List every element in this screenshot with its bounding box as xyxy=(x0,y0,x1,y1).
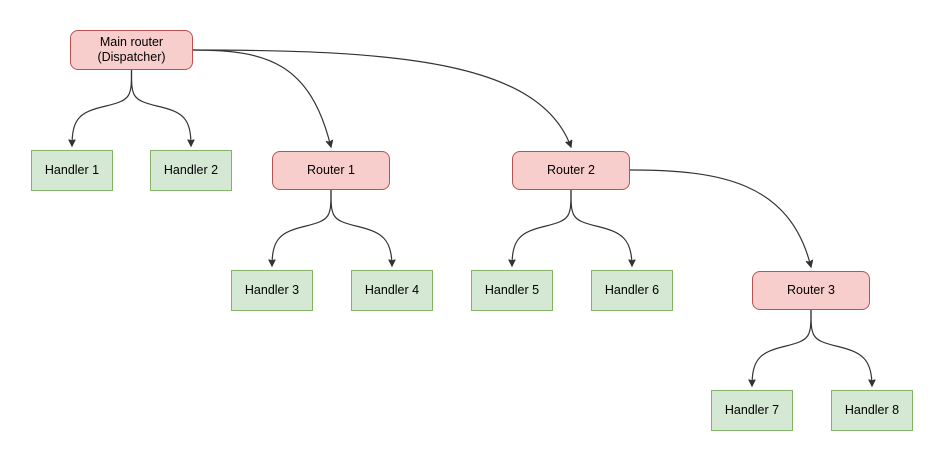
edges-group xyxy=(72,49,872,386)
node-label-handler-2: Handler 2 xyxy=(163,163,219,177)
node-handler-1[interactable]: Handler 1 xyxy=(31,150,113,191)
node-label-handler-4: Handler 4 xyxy=(364,283,420,297)
edge-router-2-to-handler-6 xyxy=(570,189,632,266)
node-handler-8[interactable]: Handler 8 xyxy=(831,390,913,431)
node-handler-2[interactable]: Handler 2 xyxy=(150,150,232,191)
edge-router-1-to-handler-3 xyxy=(272,189,332,266)
node-main-router[interactable]: Main router (Dispatcher) xyxy=(70,30,193,70)
node-label-handler-5: Handler 5 xyxy=(484,283,540,297)
edge-router-3-to-handler-7 xyxy=(752,309,812,386)
edge-router-3-to-handler-8 xyxy=(810,309,872,386)
node-handler-3[interactable]: Handler 3 xyxy=(231,270,313,311)
node-label-handler-8: Handler 8 xyxy=(844,403,900,417)
node-handler-4[interactable]: Handler 4 xyxy=(351,270,433,311)
node-router-1[interactable]: Router 1 xyxy=(272,151,390,190)
node-label-router-2: Router 2 xyxy=(547,163,595,177)
node-label-main-router: Main router (Dispatcher) xyxy=(97,35,166,64)
node-label-router-3: Router 3 xyxy=(787,283,835,297)
edge-main-router-to-router-2 xyxy=(192,49,571,147)
edge-router-1-to-handler-4 xyxy=(330,189,392,266)
node-handler-6[interactable]: Handler 6 xyxy=(591,270,673,311)
node-router-2[interactable]: Router 2 xyxy=(512,151,630,190)
edge-main-router-to-router-1 xyxy=(192,49,331,147)
node-handler-7[interactable]: Handler 7 xyxy=(711,390,793,431)
edge-main-router-to-handler-1 xyxy=(72,69,133,146)
node-label-handler-6: Handler 6 xyxy=(604,283,660,297)
node-label-handler-7: Handler 7 xyxy=(724,403,780,417)
node-label-router-1: Router 1 xyxy=(307,163,355,177)
edge-router-2-to-router-3 xyxy=(629,169,811,267)
node-router-3[interactable]: Router 3 xyxy=(752,271,870,310)
node-label-handler-3: Handler 3 xyxy=(244,283,300,297)
node-label-handler-1: Handler 1 xyxy=(44,163,100,177)
node-handler-5[interactable]: Handler 5 xyxy=(471,270,553,311)
edge-router-2-to-handler-5 xyxy=(512,189,572,266)
edge-main-router-to-handler-2 xyxy=(130,69,192,146)
